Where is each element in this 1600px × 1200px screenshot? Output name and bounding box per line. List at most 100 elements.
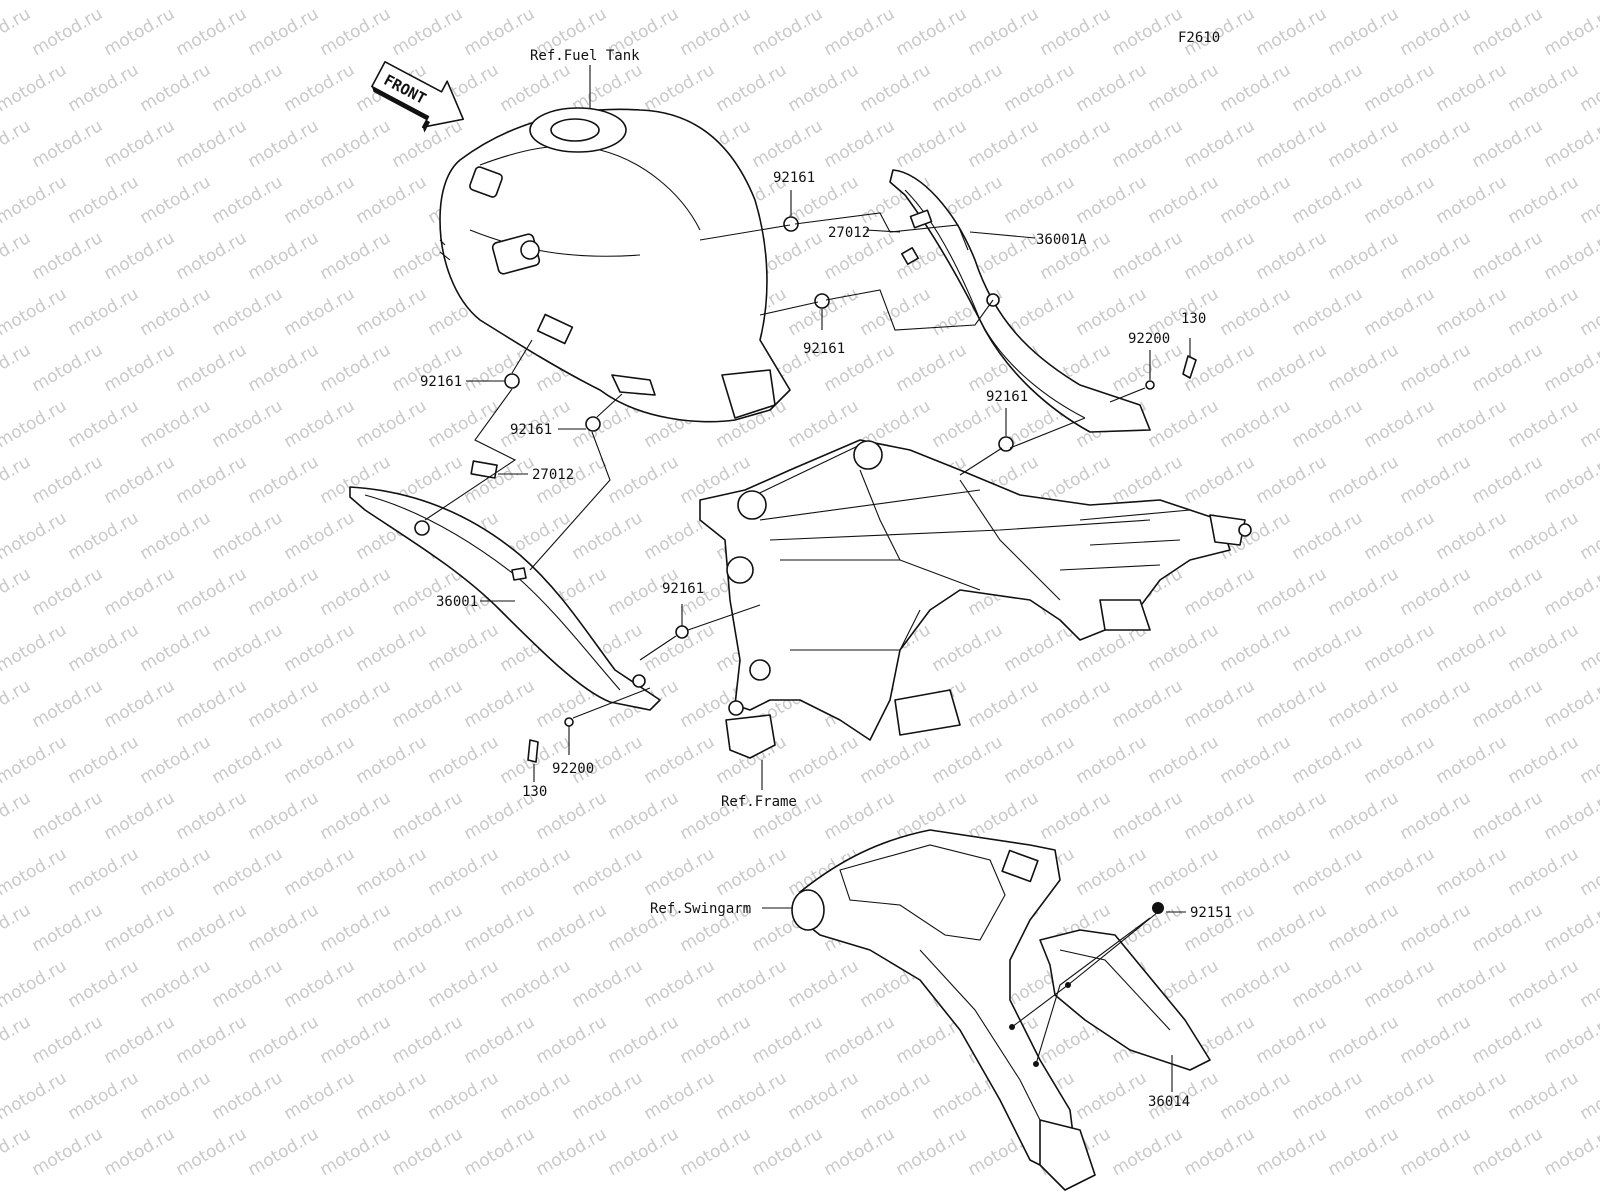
watermark-text: motod.ru <box>29 788 107 844</box>
watermark-text: motod.ru <box>605 1124 683 1180</box>
watermark-text: motod.ru <box>317 900 395 956</box>
watermark-text: motod.ru <box>677 1012 755 1068</box>
watermark-text: motod.ru <box>245 676 323 732</box>
watermark-text: motod.ru <box>173 228 251 284</box>
watermark-text: motod.ru <box>1073 844 1151 900</box>
watermark-text: motod.ru <box>1181 452 1259 508</box>
watermark-text: motod.ru <box>461 4 539 60</box>
watermark-text: motod.ru <box>713 0 791 4</box>
watermark-text: motod.ru <box>173 676 251 732</box>
watermark-text: motod.ru <box>0 228 34 284</box>
watermark-text: motod.ru <box>1505 620 1583 676</box>
watermark-text: motod.ru <box>749 116 827 172</box>
watermark-text: motod.ru <box>281 732 359 788</box>
watermark-text: motod.ru <box>137 60 215 116</box>
watermark-text: motod.ru <box>317 788 395 844</box>
clip-27012 <box>470 460 498 479</box>
watermark-text: motod.ru <box>1289 1068 1367 1124</box>
watermark-text: motod.ru <box>1253 788 1331 844</box>
watermark-text: motod.ru <box>821 1124 899 1180</box>
callout-92161: 92161 <box>986 389 1028 405</box>
watermark-text: motod.ru <box>137 172 215 228</box>
watermark-text: motod.ru <box>1145 844 1223 900</box>
watermark-text: motod.ru <box>245 1012 323 1068</box>
watermark-text: motod.ru <box>281 508 359 564</box>
watermark-text: motod.ru <box>1361 956 1439 1012</box>
watermark-text: motod.ru <box>1217 956 1295 1012</box>
watermark-text: motod.ru <box>1541 788 1600 844</box>
leader-lines <box>424 190 1191 1092</box>
watermark-text: motod.ru <box>1433 0 1511 4</box>
watermark-text: motod.ru <box>785 0 863 4</box>
watermark-text: motod.ru <box>1469 564 1547 620</box>
watermark-text: motod.ru <box>641 0 719 4</box>
watermark-text: motod.ru <box>1361 0 1439 4</box>
watermark-text: motod.ru <box>1253 340 1331 396</box>
watermark-text: motod.ru <box>1397 116 1475 172</box>
watermark-text: motod.ru <box>533 900 611 956</box>
watermark-text: motod.ru <box>1361 284 1439 340</box>
watermark-text: motod.ru <box>785 60 863 116</box>
watermark-text: motod.ru <box>1109 228 1187 284</box>
watermark-text: motod.ru <box>461 900 539 956</box>
watermark-text: motod.ru <box>137 1068 215 1124</box>
watermark-text: motod.ru <box>1073 0 1151 4</box>
watermark-text: motod.ru <box>101 340 179 396</box>
watermark-text: motod.ru <box>353 956 431 1012</box>
watermark-text: motod.ru <box>1433 284 1511 340</box>
watermark-text: motod.ru <box>101 900 179 956</box>
callout-92161: 92161 <box>510 422 552 438</box>
watermark-text: motod.ru <box>1181 564 1259 620</box>
watermark-text: motod.ru <box>0 564 34 620</box>
callout-92161: 92161 <box>803 341 845 357</box>
watermark-text: motod.ru <box>929 0 1007 4</box>
watermark-text: motod.ru <box>1469 1012 1547 1068</box>
watermark-text: motod.ru <box>29 900 107 956</box>
watermark-text: motod.ru <box>1397 1124 1475 1180</box>
watermark-text: motod.ru <box>1145 620 1223 676</box>
watermark-text: motod.ru <box>173 1012 251 1068</box>
grommet-92161 <box>504 373 520 389</box>
watermark-text: motod.ru <box>1505 284 1583 340</box>
watermark-text: motod.ru <box>353 732 431 788</box>
watermark-text: motod.ru <box>893 340 971 396</box>
washer-92200 <box>564 717 574 727</box>
watermark-text: motod.ru <box>29 228 107 284</box>
watermark-text: motod.ru <box>29 1012 107 1068</box>
watermark-text: motod.ru <box>245 452 323 508</box>
watermark-text: motod.ru <box>1109 4 1187 60</box>
watermark-text: motod.ru <box>1541 564 1600 620</box>
watermark-text: motod.ru <box>245 116 323 172</box>
watermark-text: motod.ru <box>281 844 359 900</box>
watermark-text: motod.ru <box>1469 788 1547 844</box>
watermark-text: motod.ru <box>641 1068 719 1124</box>
callout-130: 130 <box>1181 311 1206 327</box>
watermark-text: motod.ru <box>353 620 431 676</box>
watermark-text: motod.ru <box>1217 732 1295 788</box>
watermark-text: motod.ru <box>0 956 70 1012</box>
watermark-text: motod.ru <box>1433 1068 1511 1124</box>
watermark-text: motod.ru <box>1541 116 1600 172</box>
watermark-text: motod.ru <box>281 1068 359 1124</box>
watermark-text: motod.ru <box>1001 620 1079 676</box>
watermark-text: motod.ru <box>173 1124 251 1180</box>
watermark-text: motod.ru <box>1541 4 1600 60</box>
callout-27012: 27012 <box>532 467 574 483</box>
watermark-text: motod.ru <box>605 452 683 508</box>
watermark-text: motod.ru <box>425 844 503 900</box>
watermark-text: motod.ru <box>317 1124 395 1180</box>
watermark-text: motod.ru <box>821 788 899 844</box>
watermark-text: motod.ru <box>101 452 179 508</box>
watermark-text: motod.ru <box>1469 4 1547 60</box>
watermark-text: motod.ru <box>1433 956 1511 1012</box>
watermark-text: motod.ru <box>425 620 503 676</box>
watermark-text: motod.ru <box>1469 900 1547 956</box>
watermark-text: motod.ru <box>137 732 215 788</box>
watermark-text: motod.ru <box>749 1124 827 1180</box>
watermark-text: motod.ru <box>1397 676 1475 732</box>
callout-36001: 36001 <box>436 594 478 610</box>
watermark-text: motod.ru <box>245 340 323 396</box>
callout-92151: 92151 <box>1190 905 1232 921</box>
watermark-text: motod.ru <box>101 228 179 284</box>
